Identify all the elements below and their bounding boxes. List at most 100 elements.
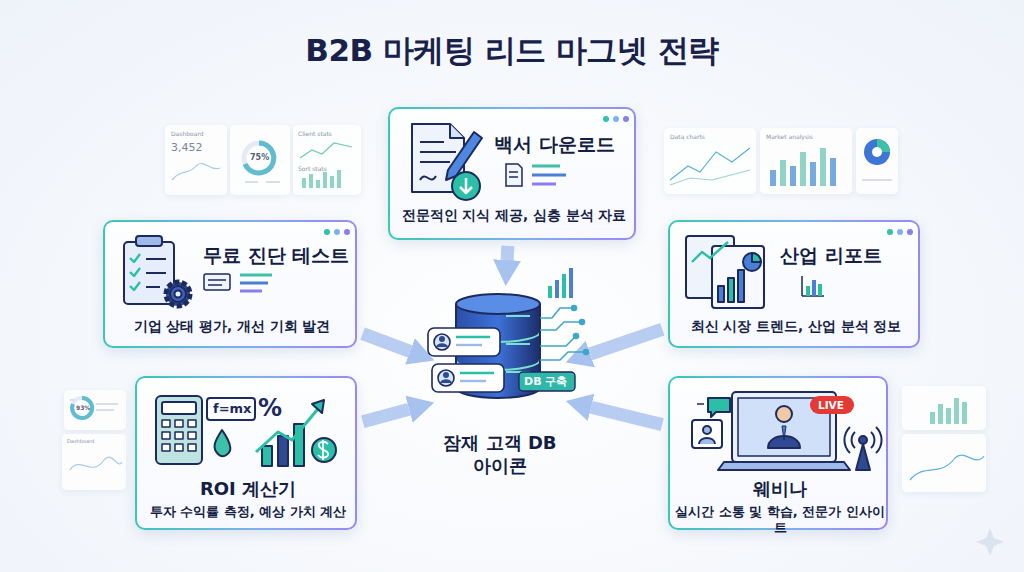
mini-bars	[780, 160, 786, 186]
box-description: 최신 시장 트렌드, 산업 분석 정보	[670, 318, 922, 335]
mini-bars	[309, 174, 313, 188]
window-dots	[334, 229, 340, 235]
database-icon	[428, 268, 589, 398]
mini-chart	[300, 143, 352, 158]
database-icon	[574, 334, 579, 339]
document-icon	[452, 172, 480, 200]
calculator-icon	[175, 444, 183, 451]
mini-bars	[930, 412, 935, 424]
window-dots	[603, 116, 609, 122]
report-icon	[686, 236, 734, 298]
mini-bars	[337, 170, 341, 188]
database-icon	[456, 294, 540, 314]
mini-bars	[790, 166, 796, 186]
calculator-icon	[278, 436, 288, 466]
mini-text-line	[266, 181, 280, 183]
mini-pie	[864, 139, 890, 165]
database-icon	[456, 304, 540, 398]
decor-label: Data charts	[670, 134, 705, 140]
database-icon	[506, 371, 530, 373]
clipboard-icon	[130, 254, 140, 290]
report-icon	[743, 253, 761, 271]
clipboard-icon	[124, 242, 174, 304]
webinar-icon	[776, 406, 792, 422]
dashboard-card	[230, 125, 290, 195]
mini-bars	[800, 152, 806, 186]
database-icon	[456, 344, 482, 346]
database-icon	[540, 306, 589, 361]
report-icon	[692, 242, 728, 262]
database-icon	[456, 304, 540, 398]
calculator-icon	[175, 432, 183, 439]
clipboard-icon	[170, 286, 186, 302]
mini-list	[509, 176, 518, 178]
mini-chart	[245, 143, 274, 173]
box-description: 실시간 소통 및 학습, 전문가 인사이트	[670, 504, 890, 537]
mini-chart	[72, 398, 92, 418]
database-icon	[548, 286, 552, 298]
report-icon	[718, 286, 724, 302]
dashboard-card	[856, 128, 898, 194]
calculator-icon	[312, 438, 336, 462]
calculator-icon	[294, 424, 304, 466]
database-icon	[540, 322, 580, 330]
webinar-icon	[810, 396, 854, 414]
calculator-icon	[318, 440, 328, 460]
decor-label: 93%	[76, 405, 90, 411]
webinar-icon	[738, 398, 830, 456]
database-icon	[519, 372, 575, 391]
calculator-icon	[262, 446, 272, 466]
document-icon	[420, 161, 450, 163]
clipboard-icon	[146, 286, 160, 288]
clipboard-icon	[124, 236, 190, 306]
database-icon	[439, 336, 445, 342]
box-description: 전문적인 지식 제공, 심층 분석 자료	[390, 207, 638, 224]
mini-pie	[872, 147, 882, 157]
webinar-icon	[699, 438, 715, 444]
mini-list	[240, 290, 262, 293]
calculator-icon	[162, 420, 196, 451]
box-heading: ROI 계산기	[137, 478, 359, 501]
decor-label: 75%	[250, 154, 269, 162]
mini-chart	[72, 398, 92, 418]
webinar-icon	[859, 436, 867, 444]
dashboard-card	[62, 434, 126, 490]
mini-bars	[830, 158, 836, 186]
decor-label: Sort stats	[298, 166, 327, 172]
box-heading: 산업 리포트	[780, 244, 918, 268]
dashboard-card	[664, 128, 756, 194]
database-icon	[506, 316, 530, 372]
clipboard-icon	[175, 291, 182, 298]
document-icon	[420, 151, 456, 153]
sparkle	[976, 528, 1004, 556]
mini-bars	[770, 170, 776, 186]
database-icon	[580, 320, 585, 325]
database-icon	[440, 379, 452, 383]
document-icon	[460, 178, 472, 193]
report-icon	[728, 278, 734, 302]
mini-list	[506, 164, 566, 186]
database-icon	[428, 328, 500, 356]
mini-list	[204, 274, 230, 290]
dashboard-card	[902, 386, 986, 430]
mini-bars	[946, 408, 951, 424]
calculator-icon	[162, 420, 170, 427]
calculator-icon	[162, 402, 196, 414]
window-dots	[887, 229, 893, 235]
mini-chart	[172, 163, 220, 180]
document-icon	[420, 176, 436, 180]
database-icon	[584, 350, 589, 355]
mini-pie	[864, 139, 890, 165]
mini-chart	[802, 276, 824, 296]
mini-list	[532, 183, 556, 186]
lead-magnet-box: ROI 계산기투자 수익률 측정, 예상 가치 계산	[135, 376, 357, 530]
decor-label: Market analysis	[766, 134, 813, 140]
box-heading: 백서 다운로드	[494, 133, 634, 157]
clipboard-icon	[136, 236, 162, 246]
webinar-icon	[732, 392, 836, 462]
report-icon	[712, 246, 764, 308]
dashboard-card	[64, 390, 126, 430]
mini-bars	[962, 402, 967, 424]
calculator-icon	[162, 432, 170, 439]
